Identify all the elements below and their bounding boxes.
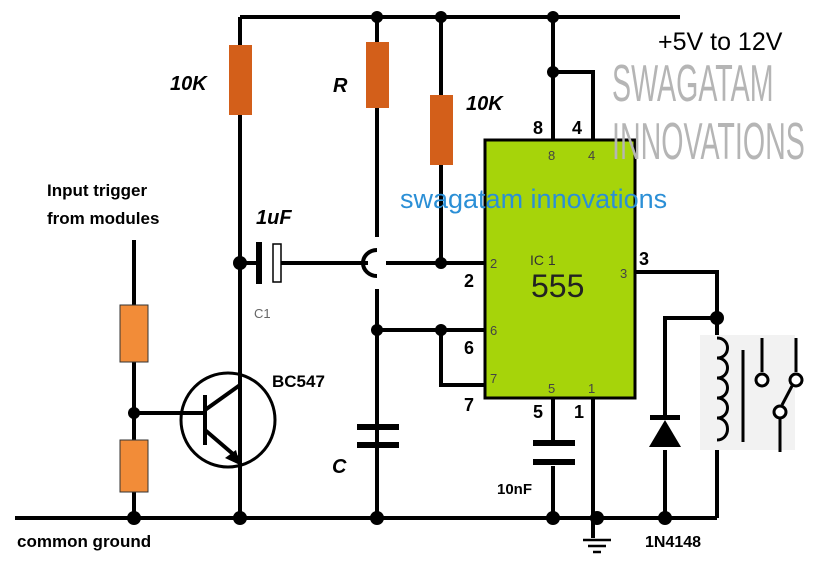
- input-label-line2: from modules: [47, 209, 159, 228]
- diode-1n4148: [649, 415, 681, 447]
- label-r2: 10K: [466, 93, 504, 115]
- svg-text:5: 5: [548, 381, 555, 396]
- junction-dots: [127, 11, 724, 525]
- label-10nf: 10nF: [497, 481, 532, 498]
- svg-text:4: 4: [588, 148, 595, 163]
- relay: [700, 335, 804, 452]
- ic-555: [483, 138, 637, 400]
- watermark: swagatam innovations: [400, 184, 667, 214]
- label-c1-value: 1uF: [256, 207, 292, 229]
- transistor-bc547: [179, 371, 277, 469]
- ground-icon: [583, 538, 611, 554]
- resistor-r: [366, 42, 389, 108]
- label-c: C: [332, 456, 347, 478]
- svg-text:2: 2: [464, 271, 474, 291]
- ic-outer-pins: 8 4 2 6 7 5 1 3: [464, 118, 649, 422]
- ic-part: 555: [531, 268, 584, 304]
- ic-ref: IC 1: [530, 252, 556, 268]
- ic-inner-pins: 8 4 2 6 7 5 1 3: [490, 148, 627, 396]
- resistor-10k-right: [430, 95, 453, 165]
- ground-label: common ground: [17, 532, 151, 551]
- svg-text:4: 4: [572, 118, 582, 138]
- faded-watermark: SWAGATAM INNOVATIONS: [612, 55, 805, 171]
- svg-text:2: 2: [490, 256, 497, 271]
- label-transistor: BC547: [272, 372, 325, 391]
- svg-text:6: 6: [464, 338, 474, 358]
- svg-text:1: 1: [574, 402, 584, 422]
- svg-text:7: 7: [490, 371, 497, 386]
- svg-text:7: 7: [464, 395, 474, 415]
- svg-text:1: 1: [588, 381, 595, 396]
- svg-text:5: 5: [533, 402, 543, 422]
- label-r1: 10K: [170, 73, 208, 95]
- wire-crossover: [361, 248, 378, 278]
- input-label-line1: Input trigger: [47, 181, 147, 200]
- resistor-10k-left: [229, 45, 252, 115]
- capacitor-c1: [256, 242, 282, 284]
- emitter-arrow-icon: [225, 450, 240, 465]
- supply-label: +5V to 12V: [658, 28, 783, 56]
- label-diode: 1N4148: [645, 534, 701, 551]
- svg-text:3: 3: [620, 266, 627, 281]
- label-r: R: [333, 75, 348, 97]
- svg-text:6: 6: [490, 323, 497, 338]
- capacitor-10nf: [533, 440, 575, 465]
- svg-text:8: 8: [533, 118, 543, 138]
- resistor-input-top: [119, 304, 149, 363]
- svg-text:3: 3: [639, 249, 649, 269]
- label-c1-ref: C1: [254, 306, 271, 321]
- resistor-input-bottom: [119, 439, 149, 493]
- svg-text:8: 8: [548, 148, 555, 163]
- capacitor-c: [357, 424, 399, 448]
